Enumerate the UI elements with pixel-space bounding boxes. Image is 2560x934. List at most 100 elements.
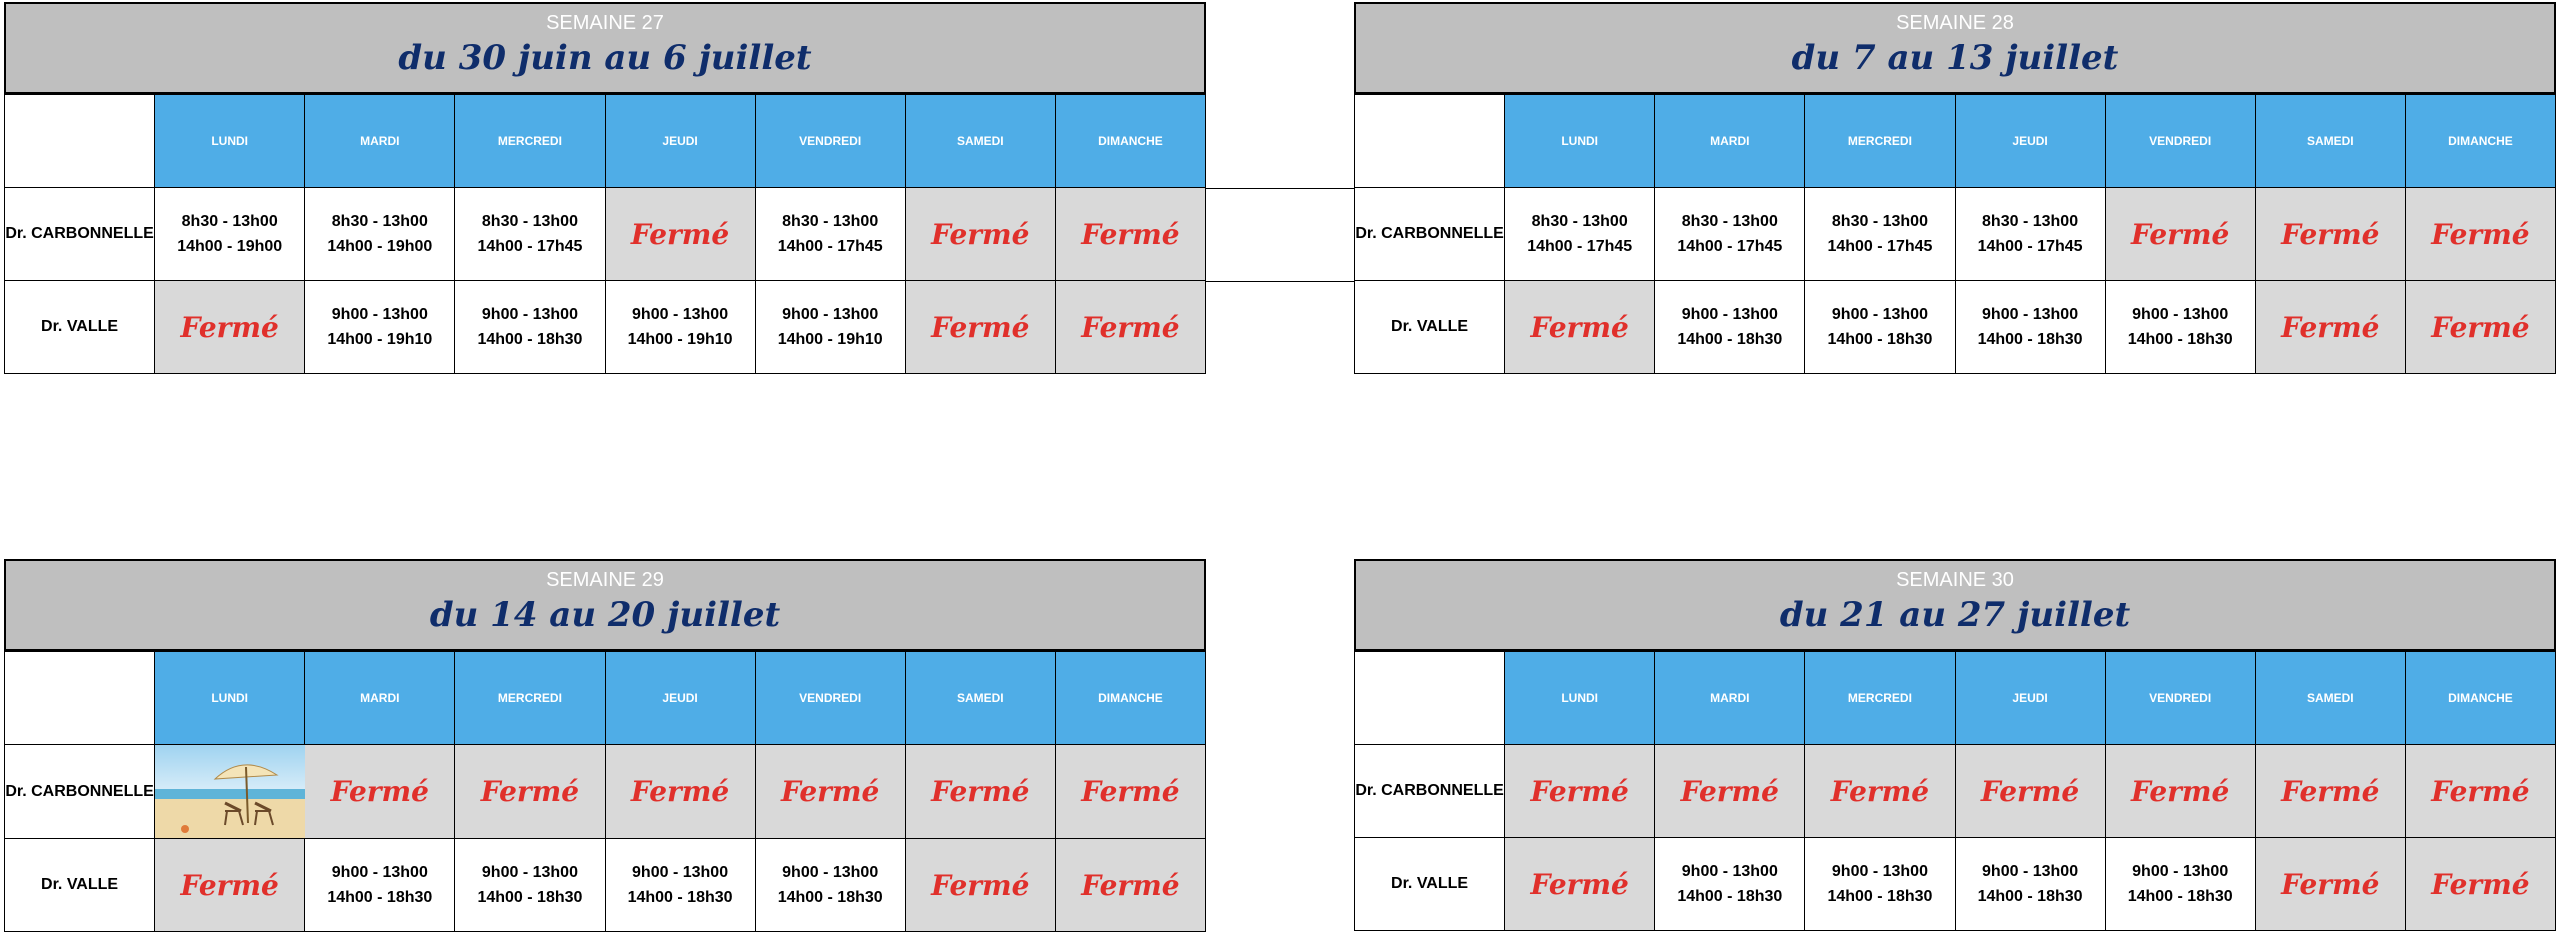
closed-label: Fermé xyxy=(2131,217,2230,251)
closed-label: Fermé xyxy=(2431,774,2530,808)
hours-line: 9h00 - 13h00 xyxy=(481,864,578,881)
closed-label: Fermé xyxy=(1530,310,1629,344)
closed-label: Fermé xyxy=(1830,774,1930,808)
hours-line: 8h30 - 13h00 xyxy=(331,213,428,230)
hours-line: 14h00 - 17h45 xyxy=(1677,238,1783,255)
closed-label: Fermé xyxy=(1081,217,1180,251)
closed-label: Fermé xyxy=(330,775,429,808)
closed-cell: Fermé xyxy=(2404,744,2557,838)
doctor-row: Dr. CARBONNELLE Fermé Fermé Fermé Fermé Fermé… xyxy=(3,744,1207,839)
hours-line: 14h00 - 18h30 xyxy=(2127,331,2233,348)
day-header-dimanche: DIMANCHE xyxy=(1054,94,1207,188)
closed-cell: Fermé xyxy=(2254,187,2406,281)
hours-line: 14h00 - 18h30 xyxy=(2127,888,2233,905)
closed-label: Fermé xyxy=(781,775,880,808)
closed-label: Fermé xyxy=(480,775,580,808)
day-header-vendredi: VENDREDI xyxy=(2104,651,2256,745)
closed-label: Fermé xyxy=(931,868,1030,902)
day-header-jeudi: JEUDI xyxy=(1954,651,2106,745)
vacation-cell xyxy=(154,744,306,839)
hours-line: 9h00 - 13h00 xyxy=(782,864,879,881)
hours-line: 14h00 - 18h30 xyxy=(477,331,583,348)
hours-line: 9h00 - 13h00 xyxy=(1982,863,2079,880)
doctor-name: Dr. CARBONNELLE xyxy=(3,187,156,281)
hours-line: 8h30 - 13h00 xyxy=(481,213,578,230)
row-divider-line xyxy=(1206,188,1354,189)
closed-label: Fermé xyxy=(931,310,1030,344)
week-number: SEMAINE 27 xyxy=(546,12,664,34)
hours-line: 14h00 - 18h30 xyxy=(1677,331,1783,348)
closed-cell: Fermé xyxy=(1054,744,1207,839)
hours-line: 14h00 - 17h45 xyxy=(477,238,583,255)
closed-label: Fermé xyxy=(2281,217,2380,251)
day-header-samedi: SAMEDI xyxy=(904,651,1056,745)
closed-cell: Fermé xyxy=(2254,837,2406,931)
closed-label: Fermé xyxy=(2281,310,2380,344)
week-date-range: du 30 juin au 6 juillet xyxy=(398,38,812,78)
closed-cell: Fermé xyxy=(2404,280,2557,374)
day-header-lundi: LUNDI xyxy=(1504,651,1656,745)
row-divider-line xyxy=(1206,281,1354,282)
day-header-mardi: MARDI xyxy=(1654,94,1806,188)
closed-label: Fermé xyxy=(1081,310,1180,344)
closed-label: Fermé xyxy=(1530,867,1629,901)
closed-cell: Fermé xyxy=(1054,838,1207,932)
closed-label: Fermé xyxy=(1081,868,1180,902)
day-header-mercredi: MERCREDI xyxy=(1804,651,1956,745)
week-number: SEMAINE 28 xyxy=(1896,12,2014,34)
closed-cell: Fermé xyxy=(304,744,456,839)
empty-corner-cell xyxy=(3,651,156,745)
hours-line: 14h00 - 19h00 xyxy=(177,238,283,255)
closed-cell: Fermé xyxy=(1504,837,1656,931)
closed-cell: Fermé xyxy=(154,280,306,374)
hours-line: 9h00 - 13h00 xyxy=(1982,306,2079,323)
closed-cell: Fermé xyxy=(154,838,306,932)
empty-corner-cell xyxy=(3,94,156,188)
doctor-name: Dr. CARBONNELLE xyxy=(1353,187,1506,281)
closed-cell: Fermé xyxy=(2104,187,2256,281)
closed-label: Fermé xyxy=(1530,774,1629,808)
doctor-name: Dr. VALLE xyxy=(1353,280,1506,374)
hours-line: 14h00 - 18h30 xyxy=(1977,888,2083,905)
empty-corner-cell xyxy=(1353,94,1506,188)
beach-vacation-image xyxy=(155,745,306,838)
hours-line: 9h00 - 13h00 xyxy=(782,306,879,323)
day-header-vendredi: VENDREDI xyxy=(754,651,906,745)
hours-line: 14h00 - 18h30 xyxy=(627,889,733,906)
hours-line: 8h30 - 13h00 xyxy=(1982,213,2079,230)
hours-line: 8h30 - 13h00 xyxy=(1831,213,1928,230)
hours-line: 14h00 - 19h10 xyxy=(327,331,433,348)
hours-line: 8h30 - 13h00 xyxy=(1681,213,1778,230)
closed-cell: Fermé xyxy=(1804,744,1956,838)
day-header-dimanche: DIMANCHE xyxy=(2404,651,2557,745)
closed-cell: Fermé xyxy=(604,744,756,839)
hours-line: 8h30 - 13h00 xyxy=(181,213,278,230)
day-header-mardi: MARDI xyxy=(304,94,456,188)
closed-label: Fermé xyxy=(931,217,1030,251)
doctor-name: Dr. CARBONNELLE xyxy=(3,744,156,839)
week-number: SEMAINE 30 xyxy=(1896,569,2014,591)
hours-line: 8h30 - 13h00 xyxy=(1531,213,1628,230)
closed-cell: Fermé xyxy=(1954,744,2106,838)
closed-cell: Fermé xyxy=(904,280,1056,374)
day-header-mardi: MARDI xyxy=(304,651,456,745)
hours-line: 14h00 - 19h10 xyxy=(627,331,733,348)
